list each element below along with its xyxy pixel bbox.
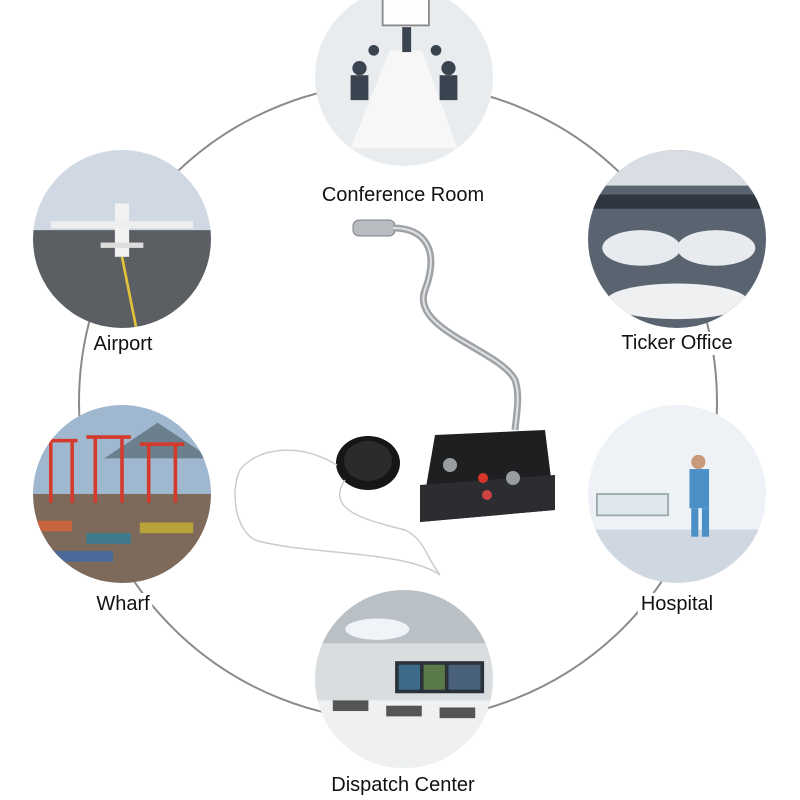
wharf-photo bbox=[33, 405, 211, 583]
external-speaker bbox=[336, 436, 400, 490]
dispatch-center-photo bbox=[315, 590, 493, 768]
power-indicator bbox=[478, 473, 488, 483]
gooseneck-microphone bbox=[352, 219, 522, 431]
hospital-photo bbox=[588, 405, 766, 583]
volume-knob bbox=[443, 458, 457, 472]
speaker-cable bbox=[234, 449, 441, 576]
conference-room-photo bbox=[315, 0, 493, 166]
ticker-office-label: Ticker Office bbox=[618, 332, 736, 355]
dispatch-center-label: Dispatch Center bbox=[328, 774, 478, 797]
volume-knob-2 bbox=[506, 471, 520, 485]
window-intercom-product bbox=[234, 219, 555, 576]
airport-label: Airport bbox=[90, 333, 156, 356]
airport-photo bbox=[33, 150, 211, 328]
wharf-label: Wharf bbox=[93, 593, 153, 616]
hospital-label: Hospital bbox=[637, 593, 717, 616]
ticker-office-photo bbox=[588, 150, 766, 328]
conference-room-label: Conference Room bbox=[318, 184, 488, 207]
intercom-base-unit bbox=[420, 430, 555, 522]
